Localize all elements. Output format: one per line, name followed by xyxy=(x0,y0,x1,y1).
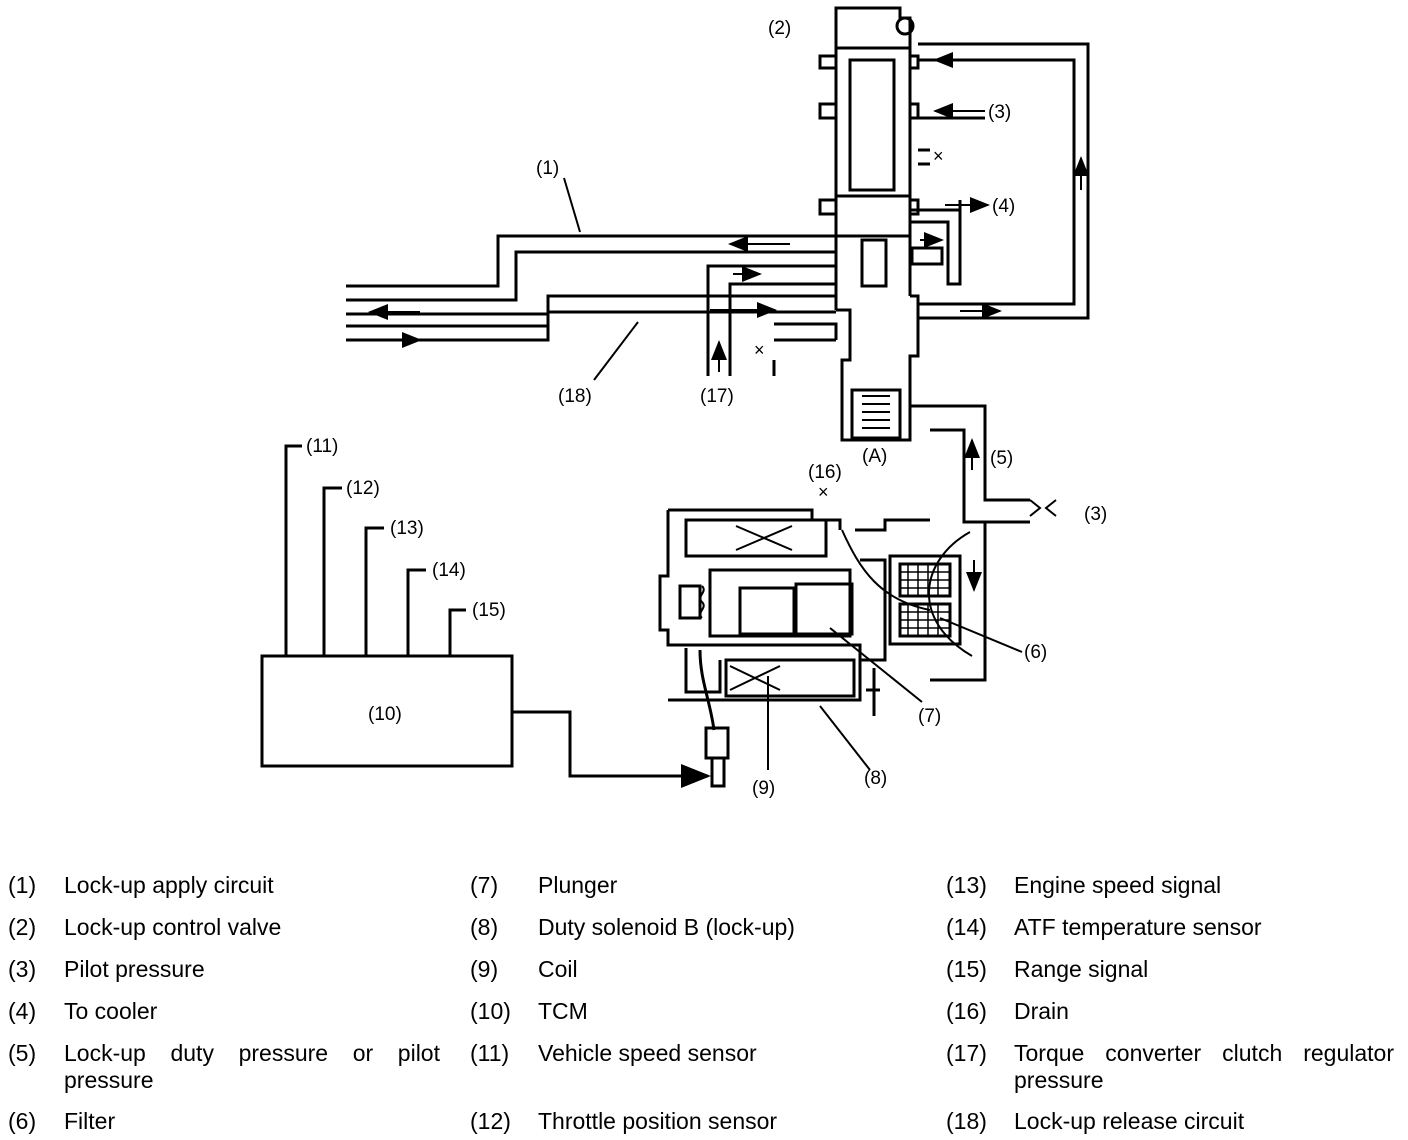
legend-item: (3) Pilot pressure xyxy=(8,956,440,983)
callout-13: (13) xyxy=(390,518,424,539)
callout-14: (14) xyxy=(432,560,466,581)
legend-item: (18) Lock-up release circuit xyxy=(946,1108,1394,1135)
legend-text: Throttle position sensor xyxy=(538,1108,778,1134)
legend-number: (8) xyxy=(470,914,499,940)
callout-18: (18) xyxy=(558,386,592,407)
legend-item: (2) Lock-up control valve xyxy=(8,914,440,941)
callout-16: (16) xyxy=(808,462,842,483)
legend-text: To cooler xyxy=(64,998,158,1024)
legend-item: (10) TCM xyxy=(470,998,878,1025)
filter-element xyxy=(888,531,973,657)
legend-item: (6) Filter xyxy=(8,1108,440,1135)
legend-number: (16) xyxy=(946,998,987,1024)
sensor-line-13 xyxy=(364,526,384,656)
duty-solenoid-b xyxy=(658,508,931,788)
callout-8: (8) xyxy=(864,768,887,789)
legend-text: Lock-up duty pressure or pilot pressure xyxy=(64,1040,440,1093)
legend-number: (7) xyxy=(470,872,499,898)
callout-3-top: (3) xyxy=(988,102,1011,123)
legend-item: (16) Drain xyxy=(946,998,1394,1025)
legend: (1) Lock-up apply circuit (2) Lock-up cont… xyxy=(0,862,1408,1140)
regulator-line xyxy=(706,264,836,376)
legend-text: Filter xyxy=(64,1108,116,1134)
legend-item: (14) ATF temperature sensor xyxy=(946,914,1394,941)
legend-item: (13) Engine speed signal xyxy=(946,872,1394,899)
legend-number: (13) xyxy=(946,872,987,898)
drain-mark-icon: × xyxy=(754,340,765,360)
callout-1: (1) xyxy=(536,158,559,179)
duty-pressure-line xyxy=(910,404,1030,524)
legend-number: (17) xyxy=(946,1040,987,1066)
legend-text: Coil xyxy=(538,956,578,982)
legend-item: (15) Range signal xyxy=(946,956,1394,983)
legend-text: Torque converter clutch regulator pressu… xyxy=(1014,1040,1394,1093)
legend-number: (15) xyxy=(946,956,987,982)
legend-text: Engine speed signal xyxy=(1014,872,1222,898)
callout-12: (12) xyxy=(346,478,380,499)
legend-item: (7) Plunger xyxy=(470,872,878,899)
legend-number: (14) xyxy=(946,914,987,940)
callout-4: (4) xyxy=(992,196,1015,217)
callout-9: (9) xyxy=(752,778,775,799)
legend-number: (10) xyxy=(470,998,511,1024)
lockup-hydraulic-diagram: × × × (2) (3) (1) (4) (18) (17) (A) (5) … xyxy=(260,6,1107,799)
legend-number: (1) xyxy=(8,872,37,898)
callout-3-bottom: (3) xyxy=(1084,504,1107,525)
legend-text: Plunger xyxy=(538,872,618,898)
legend-text: Duty solenoid B (lock-up) xyxy=(538,914,795,940)
pilot-line-top xyxy=(916,104,985,120)
legend-number: (2) xyxy=(8,914,37,940)
legend-text: Range signal xyxy=(1014,956,1149,982)
legend-text: Pilot pressure xyxy=(64,956,205,982)
sensor-line-11 xyxy=(284,444,302,656)
callout-11: (11) xyxy=(306,436,338,457)
callout-2: (2) xyxy=(768,18,791,39)
legend-number: (4) xyxy=(8,998,37,1024)
legend-item: (1) Lock-up apply circuit xyxy=(8,872,440,899)
callout-a: (A) xyxy=(862,446,887,467)
cooler-line xyxy=(910,200,962,286)
legend-number: (9) xyxy=(470,956,499,982)
legend-text: Vehicle speed sensor xyxy=(538,1040,757,1066)
legend-number: (3) xyxy=(8,956,37,982)
sensor-line-14 xyxy=(406,568,426,656)
legend-item: (9) Coil xyxy=(470,956,878,983)
feedback-loop-line xyxy=(918,42,1090,320)
legend-item: (11) Vehicle speed sensor xyxy=(470,1040,878,1067)
legend-number: (11) xyxy=(470,1040,510,1066)
callout-5: (5) xyxy=(990,448,1013,469)
legend-number: (5) xyxy=(8,1040,37,1066)
drain-mark-icon: × xyxy=(818,482,829,502)
legend-text: TCM xyxy=(538,998,588,1024)
callout-15: (15) xyxy=(472,600,506,621)
legend-number: (6) xyxy=(8,1108,37,1134)
sensor-line-12 xyxy=(322,486,342,656)
legend-text: Lock-up apply circuit xyxy=(64,872,274,898)
legend-text: ATF temperature sensor xyxy=(1014,914,1262,940)
legend-number: (18) xyxy=(946,1108,987,1134)
callout-7: (7) xyxy=(918,706,941,727)
legend-item: (17) Torque converter clutch regulator pr… xyxy=(946,1040,1394,1094)
legend-text: Lock-up control valve xyxy=(64,914,282,940)
lockup-apply-circuit xyxy=(346,234,836,302)
tcm-output-line xyxy=(512,710,711,788)
legend-number: (12) xyxy=(470,1108,511,1134)
valve-plug-icon xyxy=(895,16,915,36)
legend-item: (12) Throttle position sensor xyxy=(470,1108,878,1135)
lockup-control-valve xyxy=(818,6,920,442)
legend-item: (4) To cooler xyxy=(8,998,440,1025)
callout-6: (6) xyxy=(1024,642,1047,663)
legend-text: Drain xyxy=(1014,998,1069,1024)
legend-item: (8) Duty solenoid B (lock-up) xyxy=(470,914,878,941)
drain-mark-icon: × xyxy=(933,146,944,166)
legend-text: Lock-up release circuit xyxy=(1014,1108,1245,1134)
legend-item: (5) Lock-up duty pressure or pilot pressu… xyxy=(8,1040,440,1094)
lockup-release-circuit xyxy=(346,294,836,342)
callout-17: (17) xyxy=(700,386,734,407)
callout-10: (10) xyxy=(368,704,402,725)
sensor-line-15 xyxy=(448,608,466,656)
